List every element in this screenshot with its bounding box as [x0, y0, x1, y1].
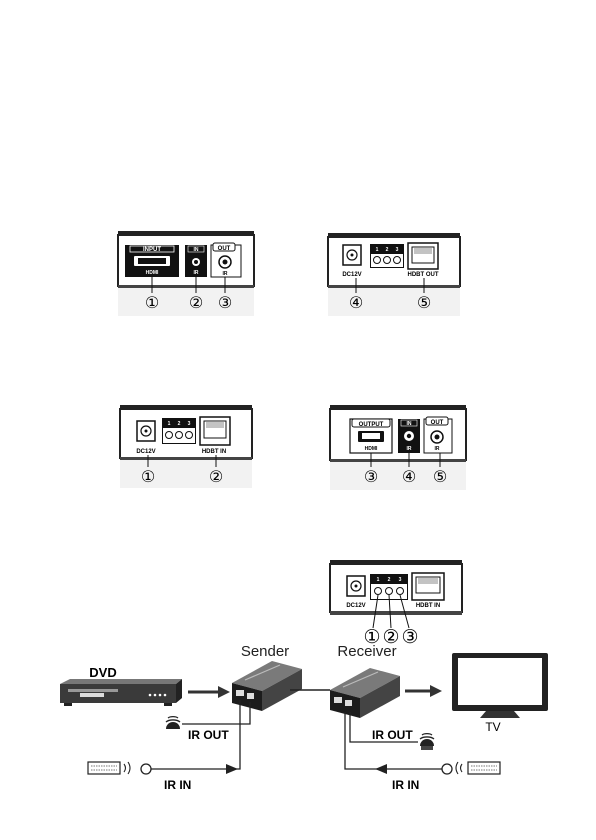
- ir-emitter-icon: [420, 734, 434, 750]
- remote-control-icon: [456, 762, 500, 774]
- callout-3: ③: [401, 626, 418, 648]
- rj45-label: HDBT IN: [416, 603, 440, 609]
- detail-receiver-back-panel: DC12V 1 2 3 HDBT IN ① ② ③: [330, 560, 462, 648]
- hdmi-sub-label: HDMI: [365, 446, 378, 452]
- ir-out-badge: OUT: [218, 246, 231, 252]
- led-number-3: 3: [399, 577, 402, 583]
- callout-2: ②: [209, 467, 223, 486]
- remote-control-icon: [88, 762, 130, 774]
- led-number-3: 3: [188, 421, 191, 427]
- sender-label: Sender: [241, 643, 289, 660]
- ir-out-sub-label: IR: [223, 271, 228, 277]
- dvd-label: DVD: [89, 665, 116, 680]
- ir-out-badge: OUT: [431, 420, 444, 426]
- receiver-front-panel: OUTPUT HDMI IN IR OUT IR ③ ④ ⑤: [330, 405, 466, 490]
- sender-back-panel: DC12V 1 2 3 HDBT OUT ④ ⑤: [328, 233, 460, 316]
- ir-in-badge: IN: [407, 421, 412, 427]
- led-number-2: 2: [388, 577, 391, 583]
- callout-5: ⑤: [433, 467, 447, 486]
- power-label: DC12V: [136, 449, 155, 455]
- hdmi-input-label: INPUT: [143, 247, 161, 253]
- rj45-label: HDBT OUT: [408, 272, 439, 278]
- receiver-back-panel: DC12V 1 2 3 HDBT IN ① ②: [120, 405, 252, 488]
- callout-4: ④: [402, 467, 416, 486]
- power-label: DC12V: [342, 272, 361, 278]
- left-ir-out-label: IR OUT: [188, 728, 229, 742]
- callout-5: ⑤: [417, 293, 431, 312]
- receiver-box-icon: [330, 668, 400, 718]
- ir-out-sub-label: IR: [435, 446, 440, 452]
- power-label: DC12V: [346, 603, 365, 609]
- sender-box-icon: [232, 661, 302, 711]
- ir-in-sub-label: IR: [194, 270, 199, 276]
- dvd-player-icon: [60, 679, 182, 706]
- callout-1: ①: [145, 293, 159, 312]
- callout-1: ①: [141, 467, 155, 486]
- right-ir-out-label: IR OUT: [372, 728, 413, 742]
- callout-3: ③: [218, 293, 232, 312]
- ir-emitter-icon: [166, 717, 180, 729]
- callout-3: ③: [364, 467, 378, 486]
- arrow-left-icon: [375, 764, 387, 774]
- led-number-1: 1: [376, 247, 379, 253]
- ir-receiver-icon: [141, 764, 151, 774]
- arrow-right-icon: [226, 764, 238, 774]
- left-ir-in-label: IR IN: [164, 778, 191, 792]
- receiver-label: Receiver: [337, 643, 396, 660]
- callout-2: ②: [189, 293, 203, 312]
- led-number-1: 1: [168, 421, 171, 427]
- led-number-2: 2: [178, 421, 181, 427]
- ir-receiver-icon: [442, 764, 452, 774]
- led-number-1: 1: [377, 577, 380, 583]
- tv-icon: [452, 653, 548, 718]
- rj45-label: HDBT IN: [202, 449, 226, 455]
- sender-front-panel: INPUT HDMI IN IR OUT IR ① ② ③: [118, 231, 254, 316]
- led-number-3: 3: [396, 247, 399, 253]
- led-number-2: 2: [386, 247, 389, 253]
- ir-in-sub-label: IR: [407, 446, 412, 452]
- callout-4: ④: [349, 293, 363, 312]
- hdmi-sub-label: HDMI: [146, 270, 159, 276]
- connection-diagram: Sender Receiver DVD: [60, 643, 548, 792]
- ir-in-badge: IN: [194, 247, 199, 253]
- arrow-right-icon: [218, 686, 230, 698]
- right-ir-in-label: IR IN: [392, 778, 419, 792]
- arrow-right-icon: [430, 685, 442, 697]
- hdmi-output-label: OUTPUT: [359, 422, 384, 428]
- tv-label: TV: [485, 720, 500, 734]
